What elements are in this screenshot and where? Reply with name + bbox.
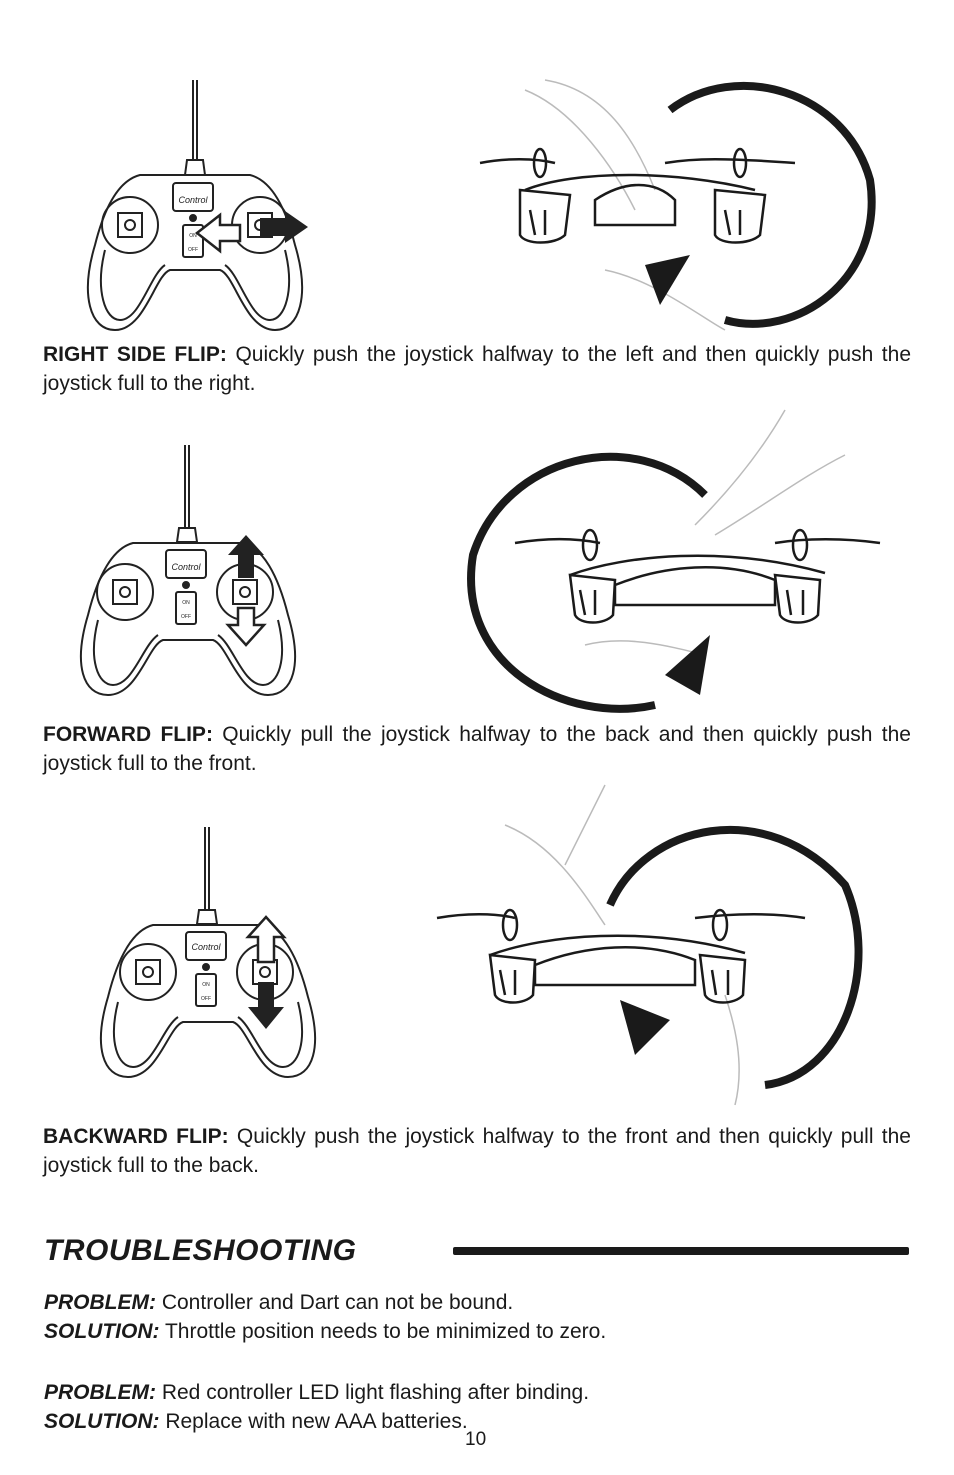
controller-illustration-forward-flip: Control ON OFF (80, 445, 296, 697)
switch-on-label: ON (189, 233, 197, 239)
flip-circle-arrow-icon (467, 452, 710, 713)
page-number: 10 (465, 1429, 487, 1450)
flip-circle-arrow-icon (645, 81, 876, 328)
right-side-flip-paragraph: RIGHT SIDE FLIP: Quickly push the joysti… (43, 340, 911, 398)
controller-illustration-right-flip: Control ON OFF (87, 80, 308, 332)
switch-off-label: OFF (181, 614, 191, 620)
backward-flip-paragraph: BACKWARD FLIP: Quickly push the joystick… (43, 1122, 911, 1180)
solution-text: Throttle position needs to be minimized … (159, 1320, 607, 1343)
problem-label: PROBLEM: (44, 1291, 156, 1314)
forward-flip-title: FORWARD FLIP: (43, 723, 213, 746)
problem-text: Controller and Dart can not be bound. (156, 1291, 514, 1314)
solution-text: Replace with new AAA batteries. (159, 1410, 468, 1433)
right-side-flip-text: Quickly push the joystick halfway to the… (43, 343, 912, 395)
forward-flip-paragraph: FORWARD FLIP: Quickly pull the joystick … (43, 720, 911, 778)
drone-forward-flip-illustration (467, 409, 881, 713)
drone-backward-flip-illustration (436, 784, 863, 1106)
arrow-down-icon (248, 982, 284, 1029)
switch-off-label: OFF (201, 996, 211, 1002)
right-side-flip-title: RIGHT SIDE FLIP: (43, 343, 227, 366)
solution-1: SOLUTION: Throttle position needs to be … (44, 1317, 606, 1346)
controller-brand-label: Control (171, 562, 201, 572)
arrow-up-icon (228, 535, 264, 578)
switch-off-label: OFF (188, 247, 198, 253)
arrow-right-icon (260, 211, 308, 243)
switch-on-label: ON (202, 982, 210, 988)
controller-brand-label: Control (178, 195, 208, 205)
problem-2: PROBLEM: Red controller LED light flashi… (44, 1378, 589, 1407)
heading-divider (453, 1247, 909, 1255)
solution-label: SOLUTION: (44, 1410, 160, 1433)
controller-illustration-backward-flip: Control ON OFF (100, 827, 316, 1079)
flip-circle-arrow-icon (606, 825, 863, 1089)
troubleshooting-heading: TROUBLESHOOTING (44, 1234, 357, 1267)
switch-on-label: ON (182, 600, 190, 606)
problem-1: PROBLEM: Controller and Dart can not be … (44, 1288, 513, 1317)
solution-label: SOLUTION: (44, 1320, 160, 1343)
arrow-down-icon (225, 606, 267, 647)
forward-flip-text: Quickly pull the joystick halfway to the… (43, 723, 911, 775)
problem-label: PROBLEM: (44, 1381, 156, 1404)
arrow-up-icon (245, 915, 287, 964)
controller-brand-label: Control (191, 942, 221, 952)
solution-2: SOLUTION: Replace with new AAA batteries… (44, 1407, 468, 1436)
arrow-left-icon (194, 212, 242, 254)
backward-flip-text: Quickly push the joystick halfway to the… (43, 1125, 911, 1177)
drone-right-flip-illustration (479, 79, 876, 331)
problem-text: Red controller LED light flashing after … (156, 1381, 590, 1404)
backward-flip-title: BACKWARD FLIP: (43, 1125, 229, 1148)
